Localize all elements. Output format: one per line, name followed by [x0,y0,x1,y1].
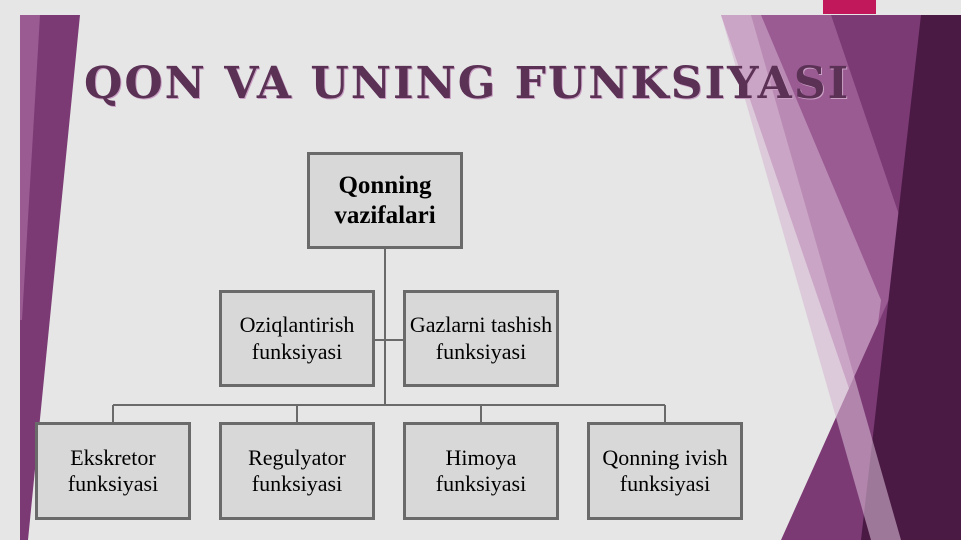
root-node-qonning-vazifalari: Qonning vazifalari [307,152,463,249]
node-qonning-ivish-funksiyasi: Qonning ivish funksiyasi [587,422,743,520]
node-label: Qonning ivish funksiyasi [602,444,728,496]
node-label: Regulyator funksiyasi [248,444,346,496]
left-decoration [20,15,80,540]
node-label: Ekskretor funksiyasi [67,444,159,496]
right-decoration [721,15,961,540]
root-node-label: Qonning vazifalari [334,171,436,229]
top-accent-bar [823,0,876,14]
node-gazlarni-tashish-funksiyasi: Gazlarni tashish funksiyasi [403,290,559,387]
node-regulyator-funksiyasi: Regulyator funksiyasi [219,422,375,520]
node-label: Gazlarni tashish funksiyasi [409,312,553,364]
node-ekskretor-funksiyasi: Ekskretor funksiyasi [35,422,191,520]
node-oziqlantirish-funksiyasi: Oziqlantirish funksiyasi [219,290,375,387]
node-label: Himoya funksiyasi [435,444,527,496]
node-label: Oziqlantirish funksiyasi [239,312,355,364]
slide-title: QON VA UNING FUNKSIYASI [84,58,851,109]
node-himoya-funksiyasi: Himoya funksiyasi [403,422,559,520]
